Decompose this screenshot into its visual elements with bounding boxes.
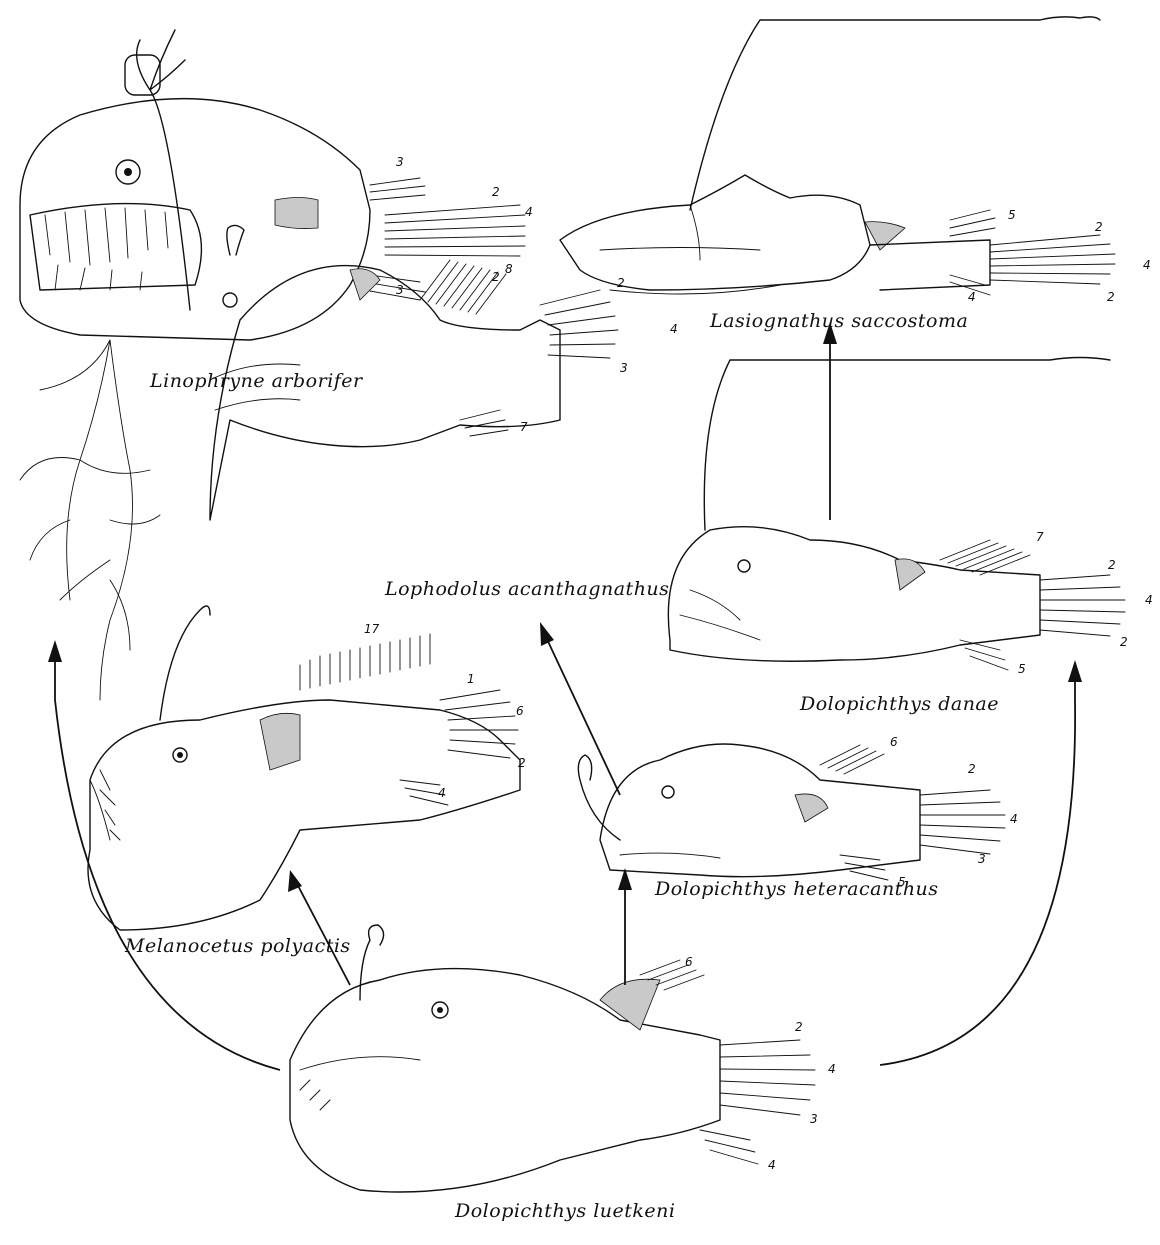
ray-count: 3 [810, 1112, 818, 1126]
fish-dolopichthys-danae [668, 358, 1125, 671]
ray-count: 4 [1145, 593, 1153, 607]
label-dolopichthys-luetkeni: Dolopichthys luetkeni [455, 1200, 675, 1222]
ray-count: 8 [505, 262, 513, 276]
ray-count: 2 [492, 270, 500, 284]
arrow-to-danae [880, 670, 1075, 1065]
ray-count: 4 [438, 786, 446, 800]
ray-count: 4 [525, 205, 533, 219]
ray-count: 5 [1018, 662, 1026, 676]
ray-count: 1 [467, 672, 475, 686]
label-dolopichthys-danae: Dolopichthys danae [800, 693, 999, 715]
ray-count: 2 [1120, 635, 1128, 649]
ray-count: 4 [768, 1158, 776, 1172]
fish-dolopichthys-luetkeni [290, 925, 815, 1192]
ray-count: 7 [1036, 530, 1044, 544]
fish-melanocetus-polyactis [88, 606, 520, 930]
ray-count: 6 [890, 735, 898, 749]
ray-count: 2 [795, 1020, 803, 1034]
ray-count: 2 [518, 756, 526, 770]
ray-count: 4 [670, 322, 678, 336]
arrow-to-lophodolus [545, 635, 620, 795]
label-lophodolus-acanthagnathus: Lophodolus acanthagnathus [385, 578, 669, 600]
ray-count: 5 [1008, 208, 1016, 222]
ray-count: 2 [617, 276, 625, 290]
ray-count: 2 [1108, 558, 1116, 572]
ray-count: 7 [520, 420, 528, 434]
ray-count: 4 [1010, 812, 1018, 826]
label-linophryne-arborifer: Linophryne arborifer [150, 370, 363, 392]
ray-count: 2 [968, 762, 976, 776]
ray-count: 3 [620, 361, 628, 375]
ray-count: 3 [978, 852, 986, 866]
ray-count: 17 [364, 622, 379, 636]
ray-count: 5 [898, 875, 906, 889]
arrow-to-melanocetus [295, 880, 350, 985]
ray-count: 6 [685, 955, 693, 969]
ray-count: 4 [968, 290, 976, 304]
ray-count: 6 [516, 704, 524, 718]
label-lasiognathus-saccostoma: Lasiognathus saccostoma [710, 310, 968, 332]
fish-dolopichthys-heteracanthus [578, 744, 1005, 880]
ray-count: 4 [828, 1062, 836, 1076]
ray-count: 3 [396, 155, 404, 169]
ray-count: 2 [1095, 220, 1103, 234]
label-melanocetus-polyactis: Melanocetus polyactis [125, 935, 351, 957]
ray-count: 2 [1107, 290, 1115, 304]
label-dolopichthys-heteracanthus: Dolopichthys heteracanthus [655, 878, 939, 900]
ray-count: 2 [492, 185, 500, 199]
ray-count: 3 [396, 283, 404, 297]
ray-count: 4 [1143, 258, 1151, 272]
fish-lasiognathus-saccostoma [560, 17, 1115, 295]
